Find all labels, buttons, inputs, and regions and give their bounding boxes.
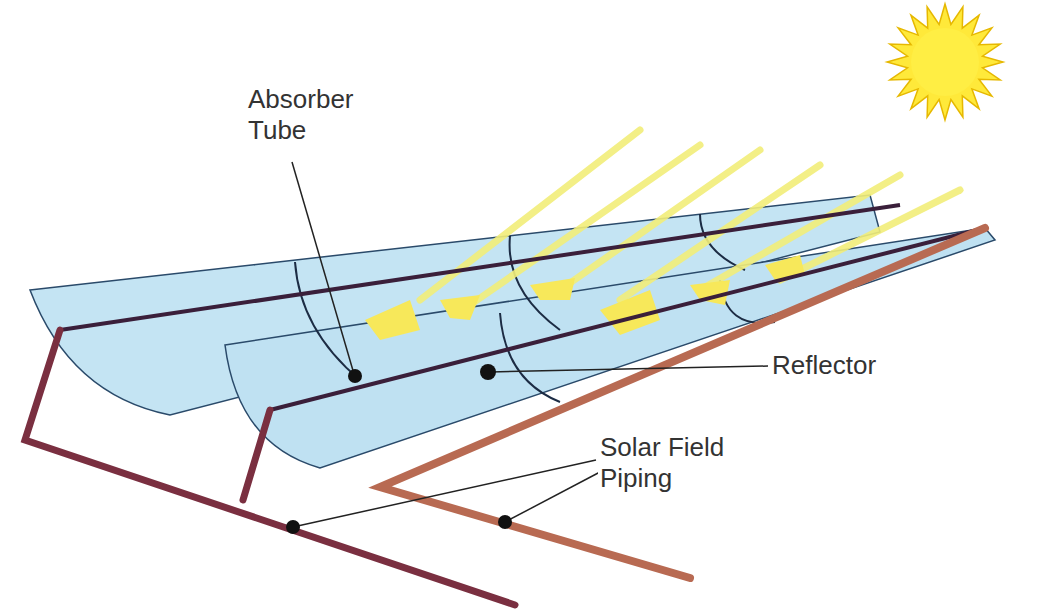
absorber-tubes — [60, 205, 985, 410]
sun-rays-incoming — [420, 130, 960, 305]
part-label: Reflector — [770, 350, 924, 381]
sun — [887, 4, 1003, 120]
reflected-light — [365, 255, 805, 340]
callout-dots — [286, 364, 512, 534]
part-label: Solar Field Piping — [598, 432, 772, 494]
solar-field-piping — [25, 330, 515, 605]
solar-field-piping-front — [380, 228, 985, 578]
part-label: Absorber Tube — [246, 84, 410, 146]
